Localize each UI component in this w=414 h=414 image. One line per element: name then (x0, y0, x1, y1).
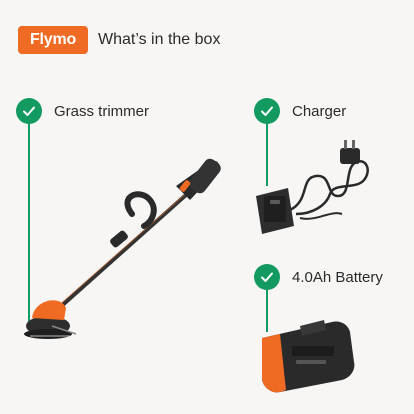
grass-trimmer-label: Grass trimmer (54, 103, 149, 120)
logo-text: Flymo (29, 31, 77, 48)
flymo-logo: Flymo (18, 26, 88, 54)
battery-connector-line (266, 288, 268, 332)
page-title: What’s in the box (98, 31, 221, 48)
grass-trimmer-connector-line (28, 122, 30, 330)
battery-label: 4.0Ah Battery (292, 269, 383, 286)
charger-label: Charger (292, 103, 347, 120)
check-icon (254, 98, 280, 124)
check-icon (254, 264, 280, 290)
charger-connector-line (266, 122, 268, 186)
check-icon (16, 98, 42, 124)
header: Flymo What’s in the box (18, 26, 220, 54)
